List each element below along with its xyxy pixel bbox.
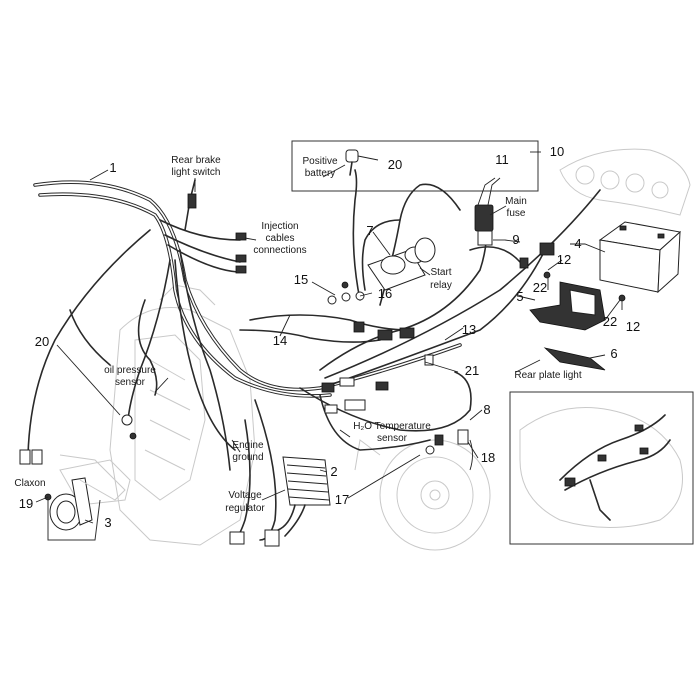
alternator-ghost bbox=[354, 439, 491, 551]
callout-17: 17 bbox=[335, 492, 349, 507]
callout-15: 15 bbox=[294, 272, 308, 287]
injection-cables-label-l3: connections bbox=[253, 245, 306, 256]
start-relay-part bbox=[367, 237, 436, 291]
engine-ground-label-l1: Engine bbox=[232, 440, 264, 451]
callout-13: 13 bbox=[462, 322, 476, 337]
fuses-part bbox=[477, 177, 501, 206]
engine-ground-label-l2: ground bbox=[232, 452, 263, 463]
claxon-part bbox=[44, 454, 126, 541]
callout-16: 16 bbox=[378, 286, 392, 301]
callout-22a: 22 bbox=[533, 280, 547, 295]
callout-9: 9 bbox=[512, 232, 519, 247]
injection-cables-label-l1: Injection bbox=[261, 221, 298, 232]
leader-lines bbox=[35, 151, 623, 524]
callout-numbers: 1 2 3 4 5 6 7 8 9 10 11 12 12 13 14 15 1… bbox=[19, 144, 640, 530]
callout-1: 1 bbox=[109, 160, 116, 175]
injection-cables-label-l2: cables bbox=[266, 233, 295, 244]
connectors bbox=[19, 193, 555, 547]
callout-20a: 20 bbox=[388, 157, 402, 172]
battery-part bbox=[598, 221, 682, 294]
callout-3: 3 bbox=[104, 515, 111, 530]
positive-battery-label-l1: Positive bbox=[302, 156, 337, 167]
rear-plate-light-label: Rear plate light bbox=[514, 370, 581, 381]
oil-pressure-label-l2: sensor bbox=[115, 377, 146, 388]
battery-group-bracket bbox=[291, 141, 400, 192]
callout-14: 14 bbox=[273, 333, 287, 348]
voltage-regulator-part bbox=[277, 456, 331, 537]
callout-21: 21 bbox=[465, 363, 479, 378]
positive-battery-terminal bbox=[345, 149, 379, 176]
callout-8: 8 bbox=[483, 402, 490, 417]
text-labels: Rear brake light switch Injection cables… bbox=[14, 155, 581, 514]
voltage-regulator-label-l1: Voltage bbox=[228, 490, 262, 501]
washers-part bbox=[327, 281, 365, 305]
voltage-regulator-label-l2: regulator bbox=[225, 503, 265, 514]
callout-18: 18 bbox=[481, 450, 495, 465]
rear-brake-switch-label-l2: light switch bbox=[172, 167, 221, 178]
inset-harness-detail bbox=[519, 407, 683, 528]
callout-20b: 20 bbox=[35, 334, 49, 349]
rear-brake-switch-label-l1: Rear brake bbox=[171, 155, 221, 166]
callout-2: 2 bbox=[330, 464, 337, 479]
start-relay-label-l1: Start bbox=[430, 267, 451, 278]
start-relay-label-l2: relay bbox=[430, 280, 452, 291]
callout-6: 6 bbox=[610, 346, 617, 361]
main-fuse-label-l1: Main bbox=[505, 196, 527, 207]
callout-5: 5 bbox=[516, 289, 523, 304]
oil-pressure-label-l1: oil pressure bbox=[104, 365, 156, 376]
h2o-temp-label-l1: H₂O Temperature bbox=[353, 421, 431, 432]
callout-7: 7 bbox=[366, 223, 373, 238]
callout-12b: 12 bbox=[626, 319, 640, 334]
h2o-sensor-part bbox=[425, 429, 473, 471]
callout-22b: 22 bbox=[603, 314, 617, 329]
inset-detail-box bbox=[509, 391, 694, 545]
main-fuse-part bbox=[474, 204, 505, 246]
tail-light-ghost bbox=[559, 148, 691, 216]
claxon-label: Claxon bbox=[14, 478, 45, 489]
battery-holder-part bbox=[529, 271, 626, 331]
positive-battery-label-l2: battery bbox=[305, 168, 336, 179]
callout-19: 19 bbox=[19, 496, 33, 511]
rear-plate-light-part bbox=[543, 347, 606, 371]
callout-4: 4 bbox=[574, 236, 581, 251]
callout-10: 10 bbox=[550, 144, 564, 159]
callout-11: 11 bbox=[495, 152, 509, 167]
main-fuse-label-l2: fuse bbox=[507, 208, 526, 219]
h2o-temp-label-l2: sensor bbox=[377, 433, 408, 444]
callout-12a: 12 bbox=[557, 252, 571, 267]
